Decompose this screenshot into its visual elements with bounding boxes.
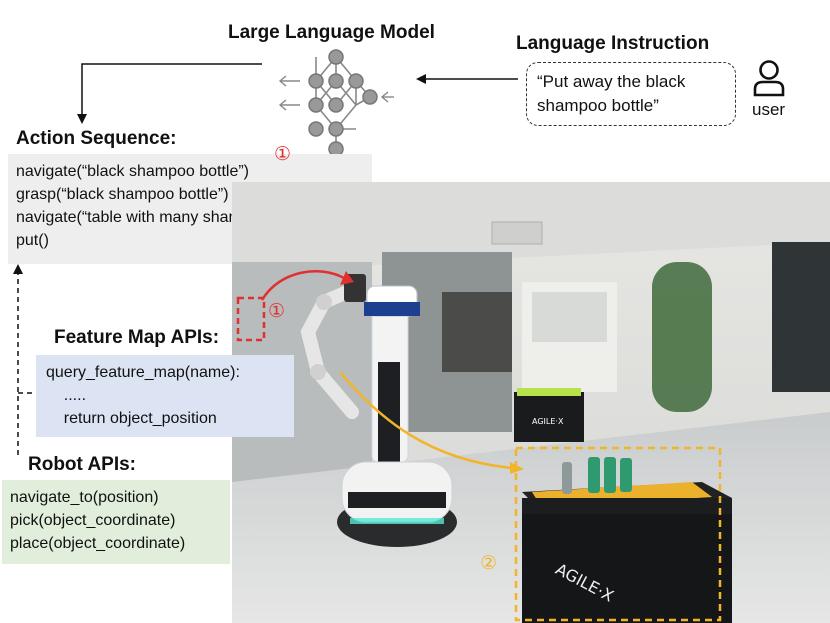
robot-apis-title: Robot APIs: xyxy=(28,454,137,475)
user-label: user xyxy=(752,100,786,119)
feature-map-line: return object_position xyxy=(46,410,217,427)
instruction-title: Language Instruction xyxy=(516,33,710,54)
instruction-text-line1: “Put away the black xyxy=(537,72,686,91)
scene-marker-2: ② xyxy=(480,553,498,574)
feature-map-title: Feature Map APIs: xyxy=(54,327,220,348)
action-line: put() xyxy=(16,232,49,249)
robot-api-line: pick(object_coordinate) xyxy=(10,512,176,529)
action-line: grasp(“black shampoo bottle”) xyxy=(16,186,229,203)
neural-network-icon xyxy=(278,49,394,157)
brand-label-small: AGILE·X xyxy=(532,417,564,426)
action-line: navigate(“black shampoo bottle”) xyxy=(16,163,250,180)
scene-marker-1: ① xyxy=(268,301,286,322)
instruction-text-line2: shampoo bottle” xyxy=(537,96,659,115)
action-sequence-title: Action Sequence: xyxy=(16,128,177,149)
robot-api-line: navigate_to(position) xyxy=(10,489,159,506)
feature-map-box: query_feature_map(name): ..... return ob… xyxy=(36,355,294,437)
llm-title: Large Language Model xyxy=(228,22,435,43)
robot-apis-box: navigate_to(position) pick(object_coordi… xyxy=(2,480,230,564)
feature-map-line: ..... xyxy=(46,387,87,404)
user-icon xyxy=(753,60,785,97)
feature-map-line: query_feature_map(name): xyxy=(46,364,240,381)
action-marker-1: ① xyxy=(274,144,292,165)
instruction-box: “Put away the black shampoo bottle” xyxy=(526,62,736,126)
robot-api-line: place(object_coordinate) xyxy=(10,535,186,552)
robot-scene-photo: AGILE·X AGILE·X xyxy=(232,182,830,623)
